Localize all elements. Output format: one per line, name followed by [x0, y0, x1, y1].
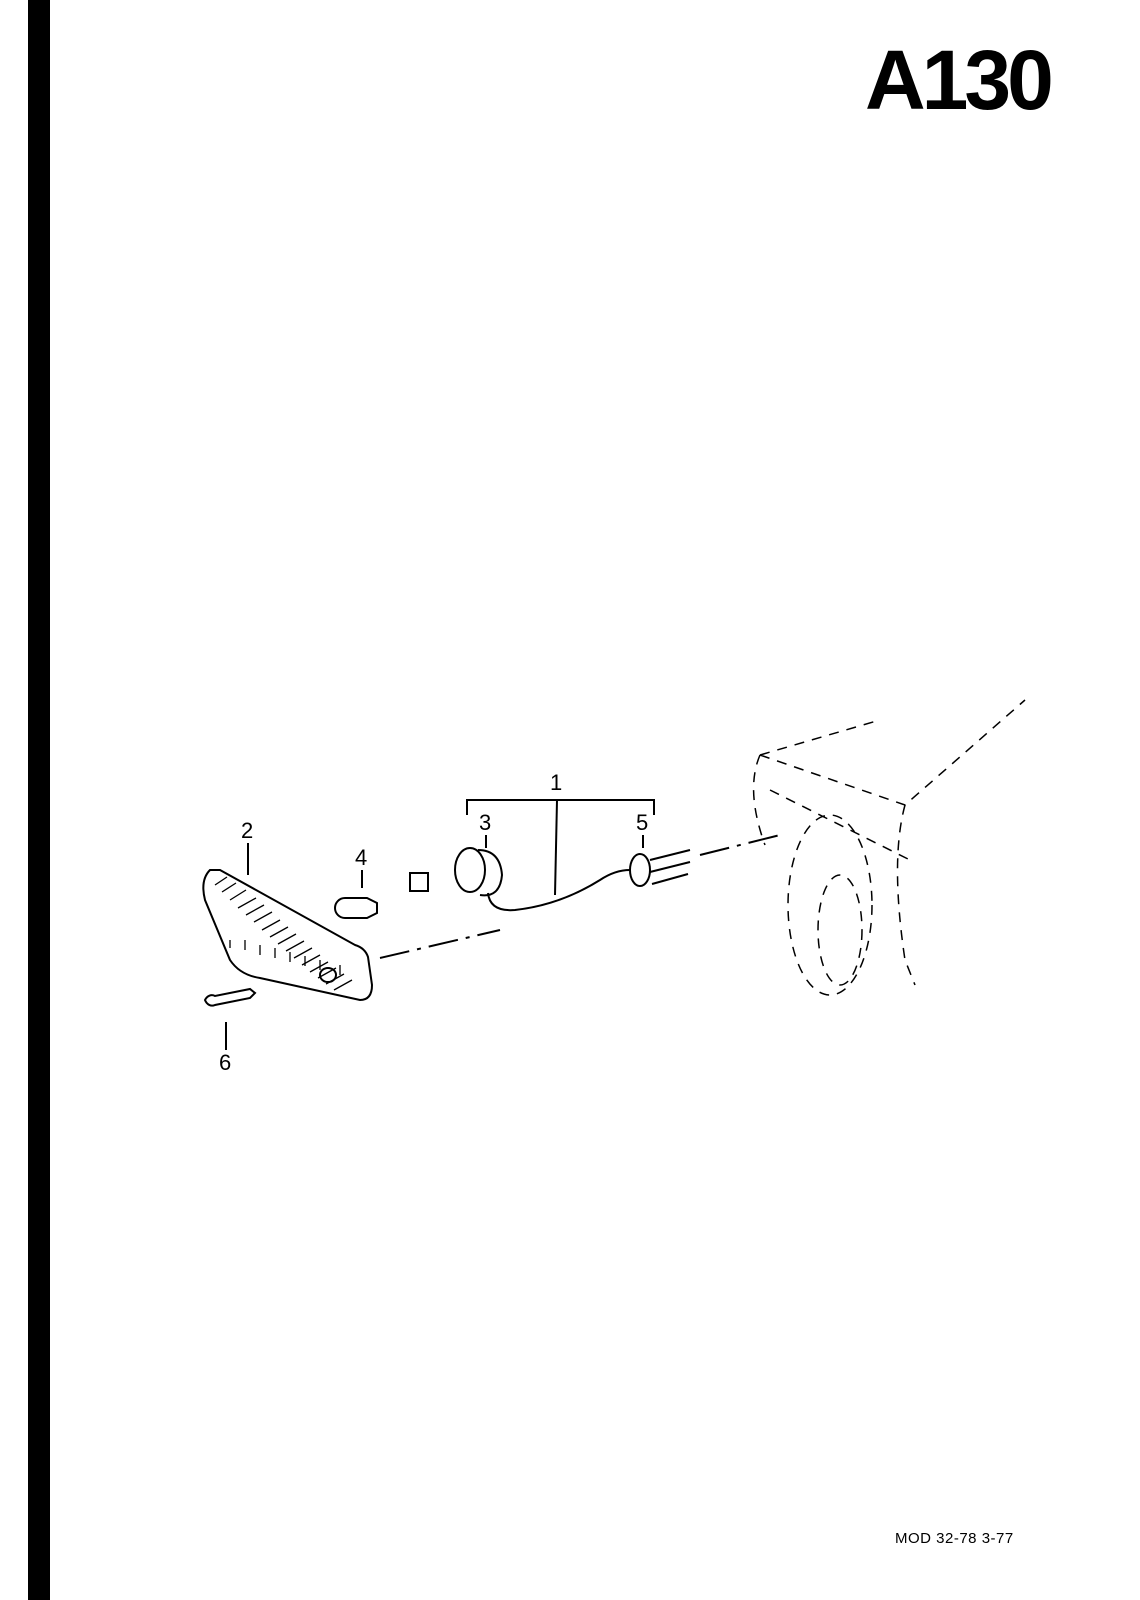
bracket-1: [466, 799, 655, 815]
callout-4: 4: [355, 845, 367, 870]
callout-2: 2: [241, 818, 253, 843]
callout-5: 5: [636, 810, 648, 835]
page-code: A130: [865, 33, 1054, 127]
holder-part: [454, 847, 486, 893]
callout-1: 1: [550, 770, 562, 795]
page-binding-edge: [28, 0, 50, 1600]
bulb-part: [334, 897, 378, 919]
lens-screw-hole: [319, 967, 337, 983]
footer-code: MOD 32-78 3-77: [895, 1530, 1014, 1547]
lens-part: [202, 869, 374, 1002]
lens-hatching: [214, 876, 353, 991]
leader-1: [554, 799, 558, 896]
vehicle-body-outline: [752, 699, 1026, 996]
callout-6: 6: [219, 1050, 231, 1075]
socket-clip: [409, 872, 429, 892]
callout-3: 3: [479, 810, 491, 835]
callout-labels: 1 2 3 4 5 6: [219, 770, 648, 1075]
grommet-part: [629, 853, 651, 887]
screw-part: [203, 987, 257, 1007]
